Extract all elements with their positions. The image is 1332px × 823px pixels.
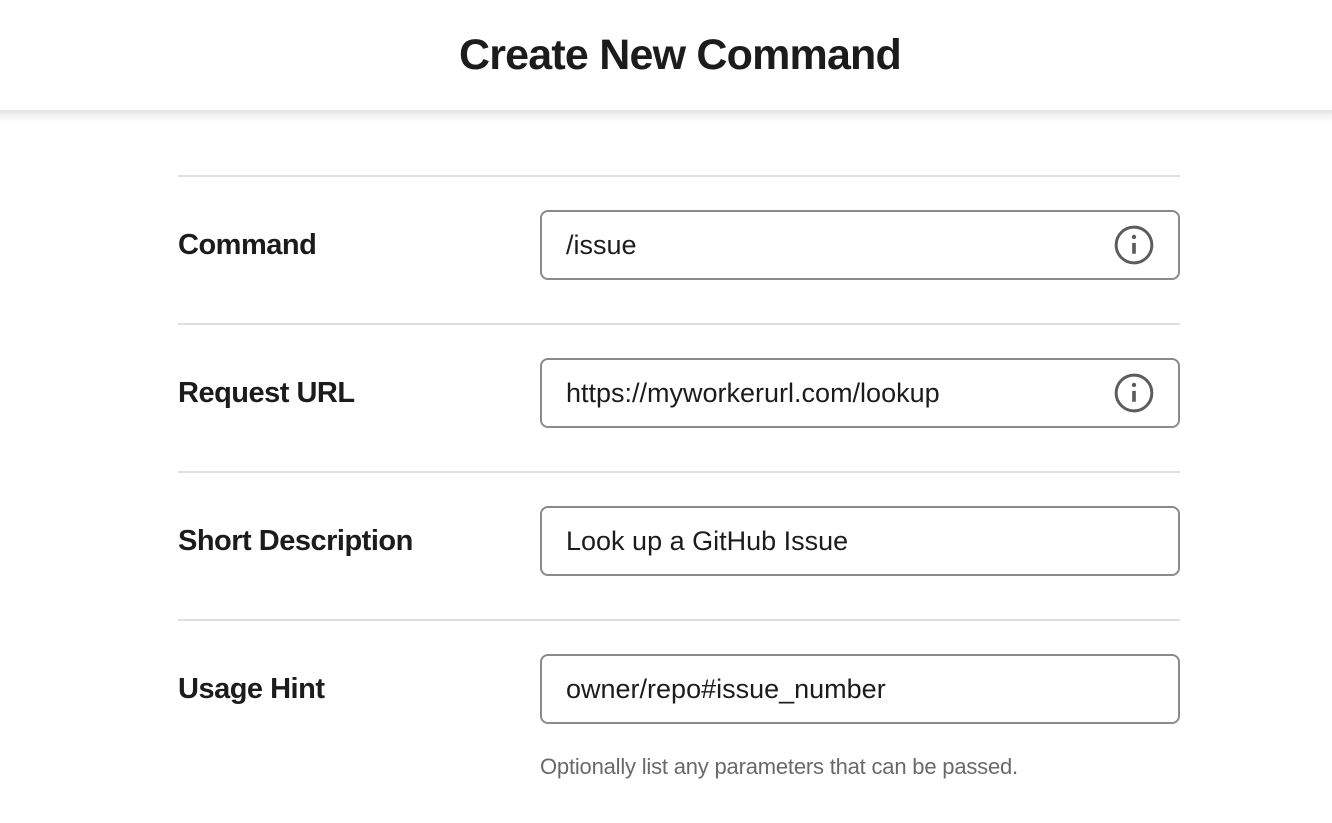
page-header: Create New Command <box>0 0 1332 110</box>
short-description-label: Short Description <box>178 525 413 557</box>
usage-hint-help-text: Optionally list any parameters that can … <box>540 754 1018 779</box>
usage-hint-input[interactable] <box>540 654 1180 724</box>
request-url-input-col <box>540 358 1180 428</box>
form-row-short-description: Short Description <box>178 471 1180 619</box>
info-icon[interactable] <box>1113 224 1155 266</box>
usage-hint-input-col: Optionally list any parameters that can … <box>540 654 1180 780</box>
short-description-input-col <box>540 506 1180 576</box>
command-input-col <box>540 210 1180 280</box>
command-input-wrap <box>540 210 1180 280</box>
command-input[interactable] <box>540 210 1180 280</box>
short-description-input-wrap <box>540 506 1180 576</box>
info-icon[interactable] <box>1113 372 1155 414</box>
request-url-input[interactable] <box>540 358 1180 428</box>
form-row-usage-hint: Usage Hint Optionally list any parameter… <box>178 619 1180 823</box>
create-command-form: Command Request URL <box>178 175 1180 823</box>
usage-hint-label: Usage Hint <box>178 673 325 705</box>
usage-hint-input-wrap <box>540 654 1180 724</box>
short-description-input[interactable] <box>540 506 1180 576</box>
request-url-input-wrap <box>540 358 1180 428</box>
command-label: Command <box>178 229 317 261</box>
header-shadow-divider <box>0 110 1332 122</box>
form-row-request-url: Request URL <box>178 323 1180 471</box>
request-url-label: Request URL <box>178 377 355 409</box>
form-row-command: Command <box>178 175 1180 323</box>
page-title: Create New Command <box>459 30 902 79</box>
